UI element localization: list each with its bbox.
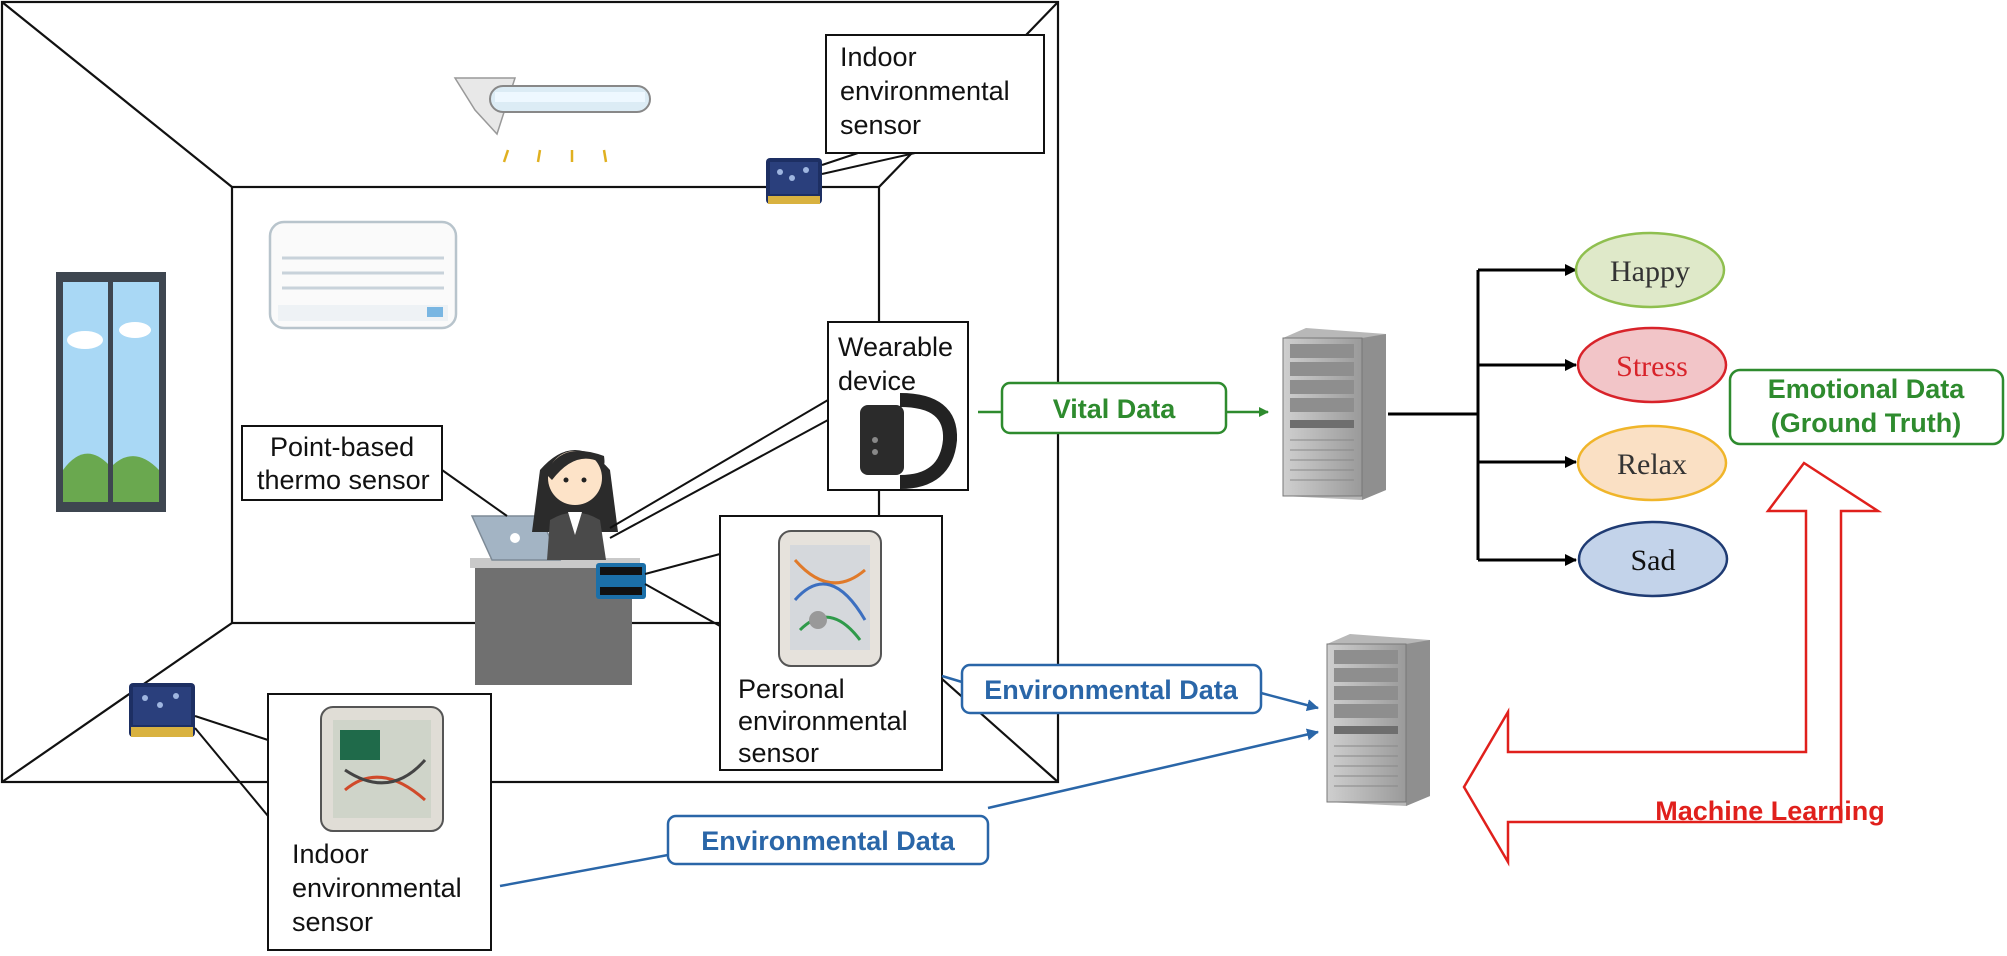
callout-personal-line-2: environmental xyxy=(738,706,908,736)
environmental-data-label-1: Environmental Data xyxy=(984,675,1239,705)
wearable-device-icon xyxy=(860,393,958,489)
callout-ceiling-line-3: sensor xyxy=(840,110,921,140)
ceiling-sensor-icon xyxy=(766,158,822,204)
machine-learning-arrow-shape xyxy=(1462,461,1883,867)
person-icon xyxy=(532,450,618,560)
callout-wearable: Wearable device xyxy=(609,321,969,539)
emotion-happy-label: Happy xyxy=(1610,255,1690,288)
floor-sensor-icon xyxy=(129,683,195,737)
emotion-relax: Relax xyxy=(1576,424,1728,502)
callout-wearable-line-2: device xyxy=(838,366,916,396)
callout-personal-sensor: Personal environmental sensor xyxy=(644,515,943,771)
environmental-data-flow-2: Environmental Data xyxy=(499,728,1319,888)
callout-thermo-line-2: thermo sensor xyxy=(257,465,430,495)
floor-sensor-photo xyxy=(320,706,444,832)
machine-learning-arrow: Machine Learning xyxy=(1462,461,1885,867)
vital-data-flow: Vital Data xyxy=(978,381,1269,435)
callout-ceiling-line-1: Indoor xyxy=(840,42,917,72)
machine-learning-label: Machine Learning xyxy=(1655,796,1885,826)
emotion-relax-label: Relax xyxy=(1617,448,1687,481)
emotion-sad: Sad xyxy=(1577,520,1729,598)
air-conditioner-icon xyxy=(268,220,458,330)
ceiling-light-icon xyxy=(453,77,651,163)
ground-truth-line-2: (Ground Truth) xyxy=(1771,408,1961,438)
callout-floor-line-1: Indoor xyxy=(292,839,369,869)
ground-truth-line-1: Emotional Data xyxy=(1768,374,1966,404)
emotion-sad-label: Sad xyxy=(1631,544,1676,577)
environmental-data-flow-1: Environmental Data xyxy=(941,663,1319,715)
server-icon-top xyxy=(1282,328,1386,500)
emotion-branches xyxy=(1388,264,1577,566)
desk-icon xyxy=(470,558,640,685)
callout-floor-line-2: environmental xyxy=(292,873,462,903)
callout-thermo: Point-based thermo sensor xyxy=(241,425,508,517)
callout-floor-sensor: Indoor environmental sensor xyxy=(194,693,492,951)
callout-wearable-line-1: Wearable xyxy=(838,332,953,362)
window-icon xyxy=(56,272,166,512)
vital-data-label: Vital Data xyxy=(1053,394,1177,424)
server-icon-bottom xyxy=(1326,634,1430,806)
emotion-stress: Stress xyxy=(1576,326,1728,404)
personal-sensor-photo xyxy=(778,530,882,667)
ground-truth-box: Emotional Data (Ground Truth) xyxy=(1728,368,2005,446)
emotion-happy: Happy xyxy=(1574,231,1726,309)
callout-personal-line-1: Personal xyxy=(738,674,845,704)
callout-thermo-line-1: Point-based xyxy=(270,432,414,462)
personal-sensor-board-icon xyxy=(596,563,646,599)
callout-personal-line-3: sensor xyxy=(738,738,819,768)
callout-ceiling-sensor: Indoor environmental sensor xyxy=(821,34,1045,175)
environmental-data-label-2: Environmental Data xyxy=(701,826,956,856)
callout-floor-line-3: sensor xyxy=(292,907,373,937)
emotion-stress-label: Stress xyxy=(1616,350,1688,383)
callout-ceiling-line-2: environmental xyxy=(840,76,1010,106)
